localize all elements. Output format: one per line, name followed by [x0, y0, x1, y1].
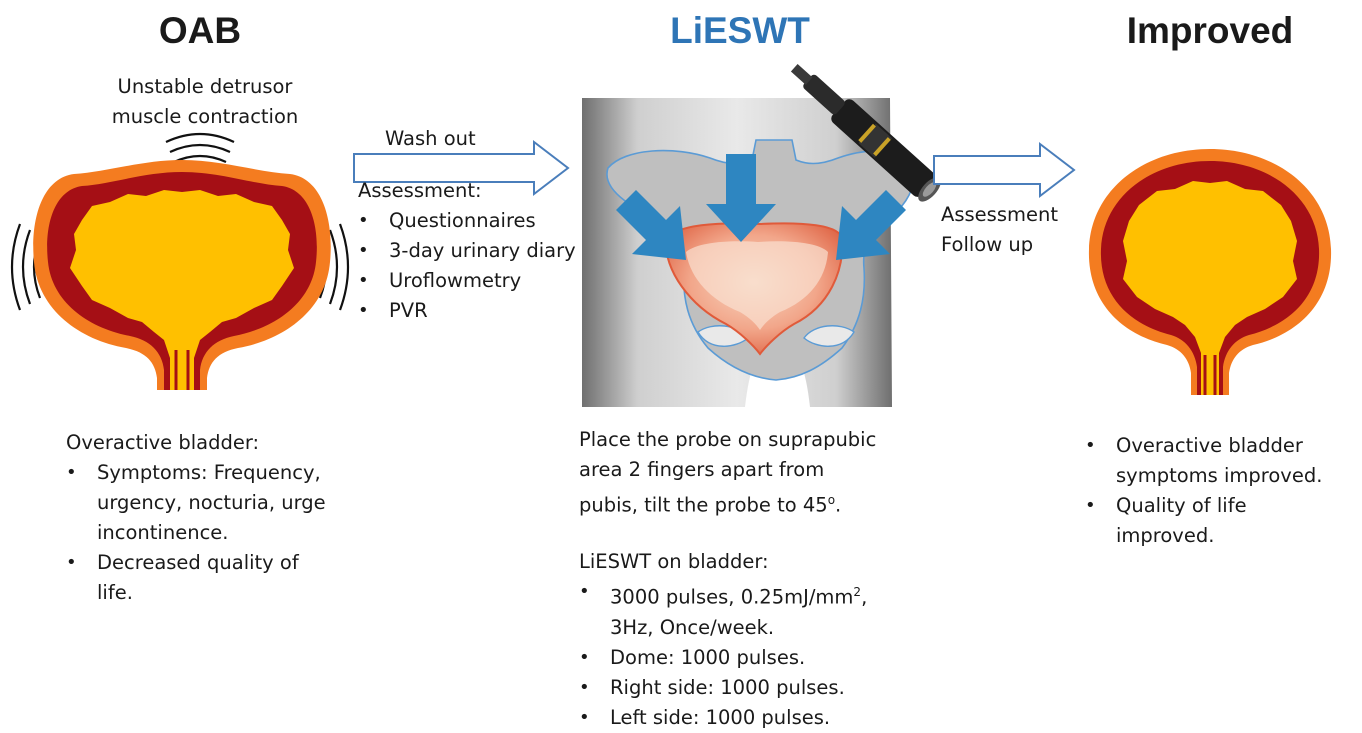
improved-title: Improved [1100, 10, 1320, 52]
oab-title: OAB [120, 10, 280, 52]
protocol-item-2: Dome: 1000 pulses. [579, 643, 867, 673]
squared-superscript: 2 [853, 585, 861, 599]
improved-bullet-1: Overactive bladder symptoms improved. [1085, 431, 1322, 491]
protocol-item-1: 3000 pulses, 0.25mJ/mm2, 3Hz, Once/week. [579, 577, 867, 643]
oab-bullet-2-line-1: Decreased quality of [97, 548, 326, 578]
oab-description: Overactive bladder: Symptoms: Frequency,… [66, 428, 326, 608]
protocol-item-1-text: 3000 pulses, 0.25mJ/mm [610, 586, 853, 609]
placement-line-2: area 2 fingers apart from [579, 455, 876, 485]
protocol-item-1-comma: , [861, 586, 867, 609]
arrow2-label-line-1: Assessment [941, 200, 1058, 230]
assessment-heading: Assessment: [358, 176, 576, 206]
assessment-item-3: Uroflowmetry [358, 266, 576, 296]
assessment-item-2: 3-day urinary diary [358, 236, 576, 266]
oab-bullet-1: Symptoms: Frequency, urgency, nocturia, … [66, 458, 326, 548]
lieswt-protocol: LiESWT on bladder: 3000 pulses, 0.25mJ/m… [579, 547, 867, 733]
degree-superscript: o [828, 493, 835, 507]
assessment-block: Assessment: Questionnaires 3-day urinary… [358, 176, 576, 326]
protocol-item-1-line-2: 3Hz, Once/week. [610, 613, 867, 643]
protocol-list: 3000 pulses, 0.25mJ/mm2, 3Hz, Once/week.… [579, 577, 867, 733]
oab-bullet-1-line-3: incontinence. [97, 518, 326, 548]
arrow2-label: Assessment Follow up [941, 200, 1058, 260]
lieswt-title: LiESWT [620, 10, 860, 52]
protocol-item-1-line-1: 3000 pulses, 0.25mJ/mm2, [610, 577, 867, 613]
overactive-bladder-illustration [32, 150, 332, 390]
improved-bullet-2: Quality of life improved. [1085, 491, 1322, 551]
arrow2-label-line-2: Follow up [941, 230, 1058, 260]
improved-bullet-1-line-2: symptoms improved. [1116, 461, 1322, 491]
improved-bullet-1-line-1: Overactive bladder [1116, 431, 1322, 461]
improved-bladder-illustration [1085, 145, 1335, 395]
placement-line-3-text: pubis, tilt the probe to 45 [579, 494, 828, 517]
protocol-heading: LiESWT on bladder: [579, 547, 867, 577]
oab-note: Unstable detrusor muscle contraction [95, 72, 315, 132]
improved-bullet-2-line-2: improved. [1116, 521, 1322, 551]
flow-arrow-2-icon [932, 142, 1077, 198]
protocol-item-3: Right side: 1000 pulses. [579, 673, 867, 703]
pelvis-treatment-illustration [580, 62, 972, 407]
oab-bullet-1-line-1: Symptoms: Frequency, [97, 458, 326, 488]
assessment-item-4: PVR [358, 296, 576, 326]
oab-note-line-1: Unstable detrusor [95, 72, 315, 102]
oab-bullet-list: Symptoms: Frequency, urgency, nocturia, … [66, 458, 326, 608]
placement-line-3: pubis, tilt the probe to 45o. [579, 485, 876, 521]
oab-bullet-2-line-2: life. [97, 578, 326, 608]
placement-line-3-end: . [835, 494, 841, 517]
assessment-list: Questionnaires 3-day urinary diary Urofl… [358, 206, 576, 326]
oab-heading: Overactive bladder: [66, 428, 326, 458]
protocol-item-4: Left side: 1000 pulses. [579, 703, 867, 733]
improved-bullet-2-line-1: Quality of life [1116, 491, 1322, 521]
assessment-item-1: Questionnaires [358, 206, 576, 236]
oab-bullet-1-line-2: urgency, nocturia, urge [97, 488, 326, 518]
improved-description: Overactive bladder symptoms improved. Qu… [1085, 431, 1322, 551]
oab-bullet-2: Decreased quality of life. [66, 548, 326, 608]
probe-placement-text: Place the probe on suprapubic area 2 fin… [579, 425, 876, 521]
improved-bullet-list: Overactive bladder symptoms improved. Qu… [1085, 431, 1322, 551]
placement-line-1: Place the probe on suprapubic [579, 425, 876, 455]
